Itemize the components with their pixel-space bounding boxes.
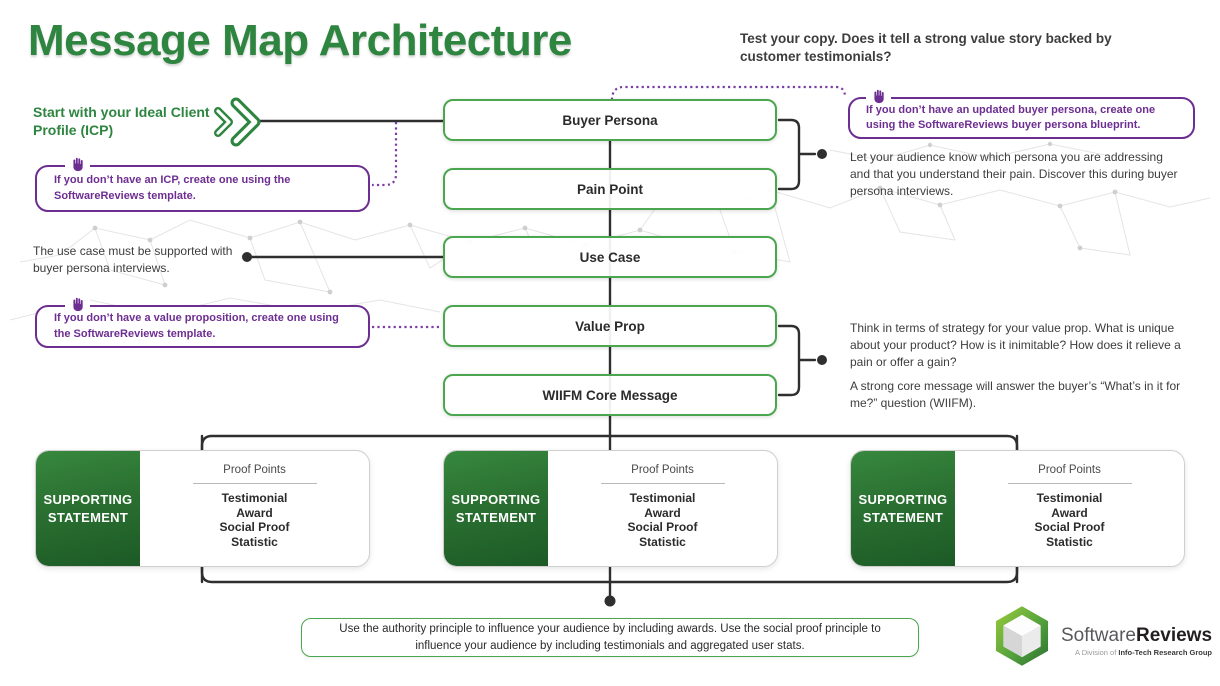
flow-box-pain-point: Pain Point	[443, 168, 777, 210]
proof-item: Award	[1051, 505, 1088, 520]
proof-item: Testimonial	[221, 491, 288, 505]
supporting-card: SUPPORTING STATEMENT Proof Points Testim…	[850, 450, 1185, 567]
double-chevron-icon	[214, 97, 261, 147]
proof-divider	[600, 483, 725, 484]
flow-box-label: Buyer Persona	[562, 112, 658, 128]
footer-dot	[604, 595, 616, 607]
softwarereviews-logo: SoftwareReviews A Division of Info-Tech …	[991, 604, 1212, 668]
proof-points-title: Proof Points	[223, 464, 286, 476]
note-core-message: A strong core message will answer the bu…	[850, 379, 1181, 411]
logo-division-prefix: A Division of	[1075, 647, 1119, 657]
logo-brand-name: SoftwareReviews	[1061, 626, 1212, 645]
flow-box-label: Pain Point	[576, 181, 643, 197]
value-wiifm-bracket	[777, 324, 817, 397]
footer-note: Use the authority principle to influence…	[301, 618, 919, 657]
tagline-text: Test your copy. Does it tell a strong va…	[740, 31, 1112, 64]
logo-division-name: Info-Tech Research Group	[1118, 647, 1213, 657]
logo-division-line: A Division of Info-Tech Research Group	[1061, 648, 1212, 657]
hand-icon	[65, 296, 90, 313]
use-case-dot	[242, 252, 252, 262]
note-buyer-persona: Let your audience know which persona you…	[850, 150, 1178, 199]
proof-item: Testimonial	[629, 491, 696, 505]
flow-box-buyer-persona: Buyer Persona	[443, 99, 777, 141]
flow-box-label: Value Prop	[575, 318, 645, 334]
proof-item: Statistic	[231, 534, 278, 549]
start-label: Start with your Ideal Client Profile (IC…	[33, 104, 210, 139]
supporting-statement-panel: SUPPORTING STATEMENT	[851, 451, 955, 566]
proof-divider	[1007, 483, 1132, 484]
callout-text: If you don’t have a value proposition, c…	[54, 312, 339, 340]
proof-item: Statistic	[1046, 534, 1093, 549]
callout-buyer-persona-blueprint: If you don’t have an updated buyer perso…	[848, 88, 1195, 139]
proof-points-panel: Proof Points Testimonial Award Social Pr…	[955, 451, 1184, 566]
cards-bottom-bus	[200, 564, 1019, 584]
proof-item: Statistic	[639, 534, 686, 549]
proof-points-title: Proof Points	[631, 464, 694, 476]
note-use-case: The use case must be supported with buye…	[33, 244, 233, 276]
dotted-line-to-icp-callout	[372, 122, 398, 187]
proof-divider	[192, 483, 317, 484]
logo-text: SoftwareReviews A Division of Info-Tech …	[1061, 626, 1212, 657]
proof-item: Social Proof	[1034, 520, 1105, 535]
softwarereviews-hexagon-icon	[995, 606, 1049, 666]
logo-brand-regular: Software	[1061, 624, 1136, 646]
persona-bracket-dot	[817, 149, 827, 159]
supporting-statement-panel: SUPPORTING STATEMENT	[36, 451, 140, 566]
flow-box-label: WIIFM Core Message	[542, 387, 678, 403]
supporting-card: SUPPORTING STATEMENT Proof Points Testim…	[35, 450, 370, 567]
flow-box-wiifm-core-message: WIIFM Core Message	[443, 374, 777, 416]
hand-icon	[65, 156, 90, 173]
proof-item: Social Proof	[219, 520, 290, 535]
logo-brand-bold: Reviews	[1135, 624, 1213, 646]
flow-box-value-prop: Value Prop	[443, 305, 777, 347]
flow-box-label: Use Case	[579, 249, 641, 265]
hand-icon	[866, 88, 891, 105]
proof-points-title: Proof Points	[1038, 464, 1101, 476]
persona-pain-bracket	[777, 118, 817, 191]
callout-icp-template: If you don’t have an ICP, create one usi…	[35, 156, 370, 212]
callout-text: If you don’t have an updated buyer perso…	[866, 103, 1156, 131]
callout-text: If you don’t have an ICP, create one usi…	[54, 174, 291, 202]
proof-points-panel: Proof Points Testimonial Award Social Pr…	[140, 451, 369, 566]
proof-item: Award	[236, 505, 273, 520]
proof-item: Social Proof	[627, 520, 698, 535]
supporting-card: SUPPORTING STATEMENT Proof Points Testim…	[443, 450, 778, 567]
proof-item: Testimonial	[1036, 491, 1103, 505]
supporting-statement-panel: SUPPORTING STATEMENT	[444, 451, 548, 566]
cards-top-bus	[200, 434, 1019, 452]
flow-box-use-case: Use Case	[443, 236, 777, 278]
note-value-prop: Think in terms of strategy for your valu…	[850, 321, 1181, 370]
proof-points-panel: Proof Points Testimonial Award Social Pr…	[548, 451, 777, 566]
callout-value-proposition-template: If you don’t have a value proposition, c…	[35, 296, 370, 348]
proof-item: Award	[644, 505, 681, 520]
value-bracket-dot	[817, 355, 827, 365]
page-title: Message Map Architecture	[28, 16, 572, 65]
